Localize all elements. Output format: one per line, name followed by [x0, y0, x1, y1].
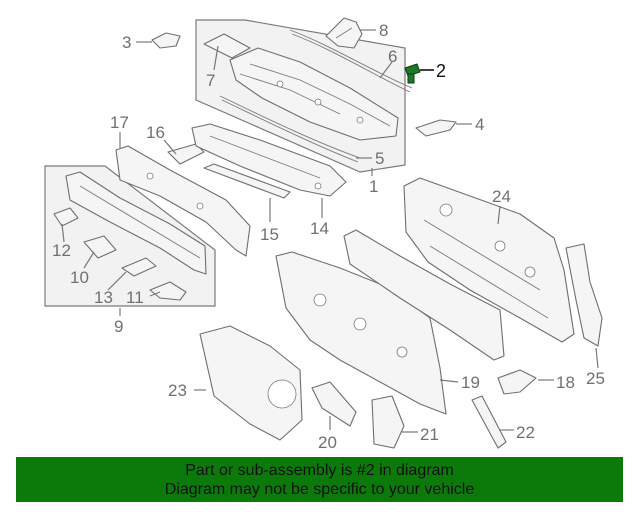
part-3-bracket: [151, 32, 181, 49]
part-21-bracket: [371, 395, 405, 449]
callout-5: 5: [375, 149, 384, 168]
callout-11: 11: [126, 288, 144, 307]
part-23-insulator: [199, 325, 303, 441]
part-2-clip: [404, 63, 421, 84]
leader-lines: [61, 29, 599, 433]
part-13-bracket: [121, 257, 157, 277]
callout-20: 20: [318, 433, 337, 452]
banner-line-disclaimer: Diagram may not be specific to your vehi…: [164, 481, 475, 498]
part-5-strip: [219, 95, 361, 159]
callout-2: 2: [436, 61, 446, 81]
callout-3: 3: [122, 33, 131, 52]
callout-15: 15: [260, 225, 279, 244]
callout-23: 23: [168, 381, 187, 400]
banner-line-part: Part or sub-assembly is #2 in diagram: [185, 462, 454, 479]
callout-25: 25: [586, 369, 605, 388]
parts-diagram: 1 2 3 4 5 6 7 8 9 10 11 12 13 14 15 16 1…: [44, 17, 605, 452]
part-19-reinforcement: [343, 229, 505, 361]
callout-1: 1: [369, 177, 378, 196]
callout-8: 8: [379, 21, 388, 40]
callout-6: 6: [388, 47, 397, 66]
callout-9: 9: [114, 317, 123, 336]
callout-labels: 1 2 3 4 5 6 7 8 9 10 11 12 13 14 15 16 1…: [52, 21, 605, 452]
callout-21: 21: [420, 425, 439, 444]
part-18-bracket: [497, 369, 537, 395]
part-24-insulator: [403, 177, 575, 343]
part-7-panel: [203, 33, 251, 59]
part-4-bracket: [415, 119, 457, 137]
callout-16: 16: [146, 123, 165, 142]
part-20-bracket: [311, 381, 357, 427]
part-6-strip: [289, 29, 413, 89]
callout-22: 22: [516, 423, 535, 442]
part-15-strip: [203, 163, 291, 199]
part-9-cowl: [65, 171, 207, 275]
callout-24: 24: [492, 187, 511, 206]
callout-10: 10: [70, 268, 89, 287]
callout-7: 7: [206, 71, 215, 90]
part-12-bracket: [53, 207, 79, 227]
part-19-dash-panel: [275, 251, 447, 415]
callout-17: 17: [110, 113, 129, 132]
callout-18: 18: [556, 373, 575, 392]
info-banner: Part or sub-assembly is #2 in diagram Di…: [16, 457, 623, 502]
callout-13: 13: [94, 288, 113, 307]
part-25-pillar: [565, 243, 603, 347]
callout-12: 12: [52, 241, 71, 260]
callout-4: 4: [475, 115, 484, 134]
part-11-bracket: [149, 281, 187, 301]
callout-19: 19: [461, 373, 480, 392]
part-16-bracket: [167, 143, 205, 165]
callout-14: 14: [310, 219, 329, 238]
part-14-panel: [191, 123, 347, 197]
part-22-strip: [471, 395, 507, 449]
